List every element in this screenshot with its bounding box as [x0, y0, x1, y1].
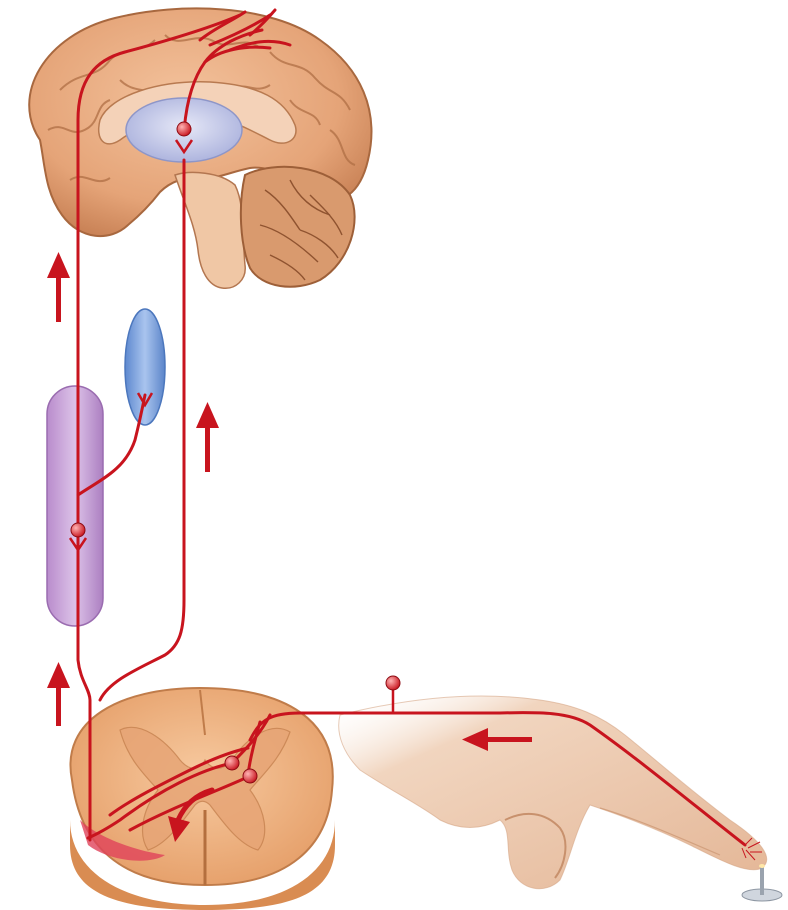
nucleus-purple-icon: [47, 386, 103, 626]
arrow-up-left-upper-icon: [47, 252, 70, 322]
spinal-cord-cross-section-icon: [70, 688, 335, 910]
nucleus-blue-icon: [125, 309, 165, 425]
ascending-fiber-middle: [100, 160, 184, 700]
arrow-up-left-lower-icon: [47, 662, 70, 726]
arrow-up-middle-icon: [196, 402, 219, 472]
cell-body-spinal-2: [243, 769, 257, 783]
brainstem-icon: [175, 172, 245, 288]
direction-arrows: [47, 252, 532, 751]
hand-pointing-icon: [339, 696, 767, 889]
cell-body-medulla: [71, 523, 85, 537]
cell-body-spinal-1: [225, 756, 239, 770]
cell-body-thalamus: [177, 122, 191, 136]
brain-sagittal-section-icon: [29, 8, 371, 288]
cerebellum-icon: [241, 167, 355, 287]
